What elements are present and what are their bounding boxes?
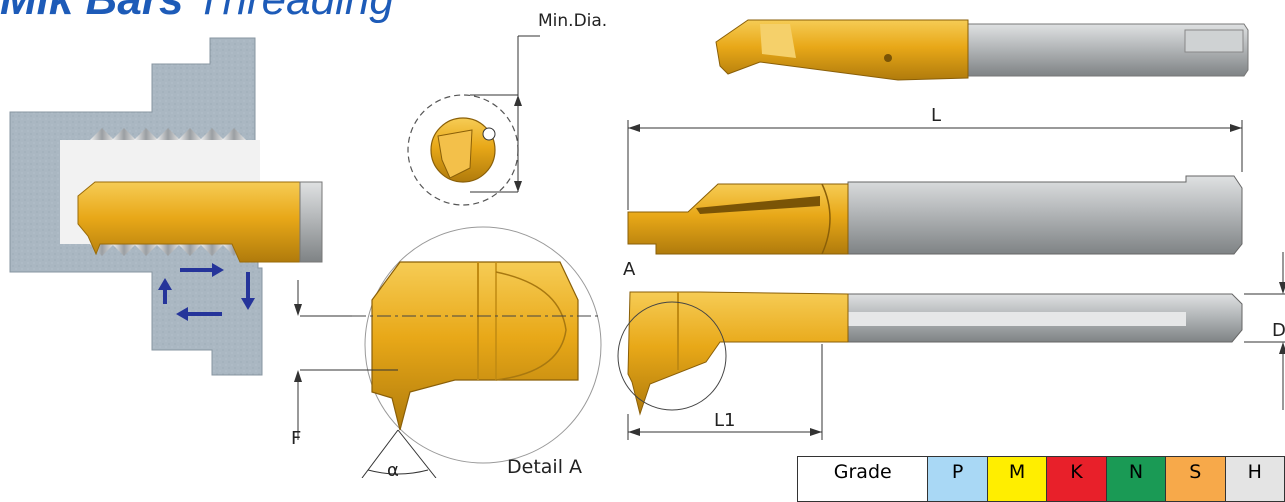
grade-m: M [986, 456, 1048, 502]
end-view [407, 35, 540, 206]
detail-a-view [294, 226, 602, 478]
page-title: Mik Bars Threading [0, 0, 394, 22]
grade-h: H [1224, 456, 1285, 502]
grade-p: P [927, 456, 988, 502]
side-view-bottom [617, 252, 1285, 440]
product-name: Mik Bars [0, 0, 183, 24]
threading-bar-section [77, 181, 301, 263]
side-view-top [627, 120, 1243, 255]
workpiece-section [9, 37, 323, 376]
diameter-label: D [1272, 320, 1285, 341]
motion-arrows [158, 263, 255, 321]
min-dia-label: Min.Dia. [538, 11, 608, 31]
grade-n: N [1105, 456, 1167, 502]
detail-a-caption: Detail A [507, 456, 583, 478]
product-render [715, 19, 1249, 81]
length-label: L [931, 105, 942, 126]
alpha-label: α [387, 460, 399, 481]
technical-drawing [9, 19, 1285, 478]
l1-label: L1 [714, 410, 736, 431]
thread-flanks [90, 128, 246, 256]
product-category: Threading [196, 0, 394, 24]
detail-tip [371, 261, 579, 431]
f-dimension-label: F [291, 428, 302, 449]
grade-table: Grade P M K N S H [796, 456, 1285, 502]
grade-s: S [1165, 456, 1226, 502]
detail-marker-label: A [623, 259, 636, 280]
threading-bar-shank [299, 181, 323, 263]
grade-k: K [1046, 456, 1107, 502]
grade-header: Grade [796, 456, 929, 502]
grade-row: Grade P M K N S H [796, 456, 1285, 502]
